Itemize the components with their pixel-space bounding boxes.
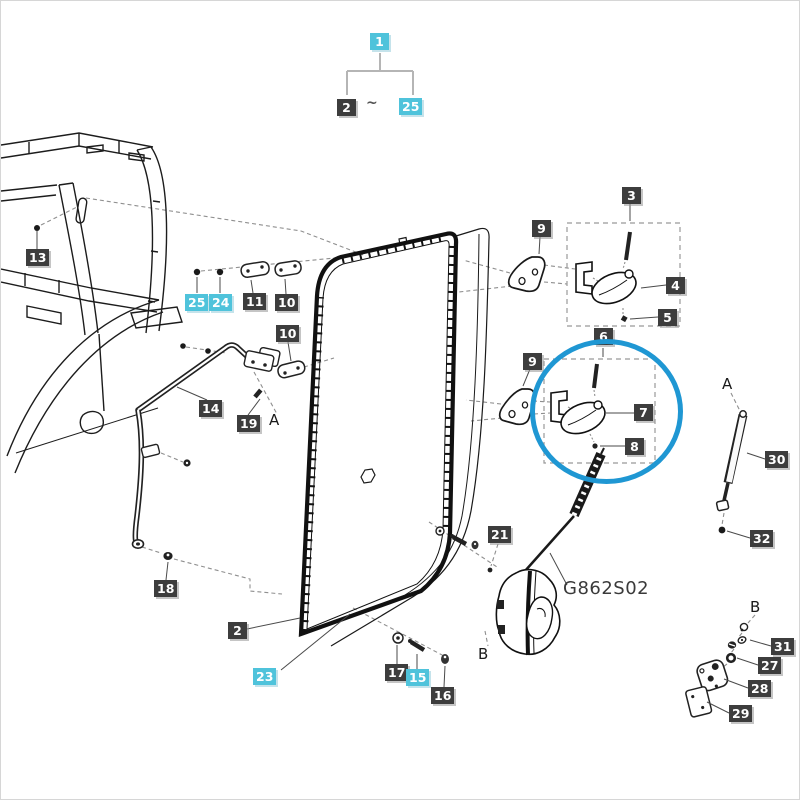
part-label-5[interactable]: 5: [658, 309, 677, 326]
hinge-assembly-circled: [550, 363, 606, 449]
view-marker-b-striker: B: [750, 598, 761, 616]
door-seal-art: [298, 231, 459, 638]
part-label-32[interactable]: 32: [750, 530, 774, 547]
group-box-3: [566, 222, 681, 327]
part-label-4[interactable]: 4: [666, 277, 685, 294]
part-label-27[interactable]: 27: [758, 657, 782, 674]
part-label-8[interactable]: 8: [625, 438, 644, 455]
part-label-25[interactable]: 25: [185, 294, 209, 311]
part-label-31[interactable]: 31: [771, 638, 795, 655]
door-glass-art: [330, 227, 490, 647]
part-code-text: G862S02: [563, 578, 650, 599]
gas-strut-art: [715, 410, 748, 534]
view-marker-b-latch: B: [478, 645, 489, 663]
part-label-6[interactable]: 6: [594, 328, 613, 345]
mounting-plates-art: [34, 225, 306, 379]
legend-bracket: [346, 53, 414, 95]
part-label-24[interactable]: 24: [209, 294, 233, 311]
part-label-9-upper[interactable]: 9: [532, 220, 551, 237]
construction-dashed-lines: [40, 197, 756, 671]
striker-hardware-art: [685, 622, 749, 718]
part-label-23[interactable]: 23: [253, 668, 277, 685]
part-label-28[interactable]: 28: [748, 680, 772, 697]
mirror-bracket-lower: [498, 388, 536, 426]
legend-range-start[interactable]: 2: [337, 99, 356, 116]
part-label-10-lower[interactable]: 10: [276, 325, 300, 342]
latch-cable-art: [524, 447, 606, 572]
part-label-11[interactable]: 11: [243, 293, 267, 310]
part-label-14[interactable]: 14: [199, 400, 223, 417]
part-label-18[interactable]: 18: [154, 580, 178, 597]
grab-tube-art: [131, 409, 191, 560]
part-label-9-lower[interactable]: 9: [523, 353, 542, 370]
part-label-10-upper[interactable]: 10: [275, 294, 299, 311]
handrail-art: [135, 342, 281, 413]
mirror-bracket-upper: [507, 256, 546, 293]
part-label-30[interactable]: 30: [765, 451, 789, 468]
part-label-17[interactable]: 17: [385, 664, 409, 681]
part-label-1[interactable]: 1: [370, 33, 389, 50]
tractor-frame-art: [1, 132, 183, 474]
part-label-15[interactable]: 15: [406, 669, 430, 686]
view-marker-a-handrail: A: [269, 411, 280, 429]
fasteners-art: [392, 526, 479, 664]
legend-range-separator: ~: [366, 95, 378, 111]
view-marker-a-strut: A: [722, 375, 733, 393]
part-label-21[interactable]: 21: [488, 526, 512, 543]
door-latch-art: [487, 567, 561, 656]
legend-range-end[interactable]: 25: [399, 98, 423, 115]
part-label-7[interactable]: 7: [634, 404, 653, 421]
part-label-2[interactable]: 2: [228, 622, 247, 639]
part-label-3[interactable]: 3: [622, 187, 641, 204]
part-label-19[interactable]: 19: [237, 415, 261, 432]
leader-lines: [36, 203, 772, 714]
part-label-16[interactable]: 16: [431, 687, 455, 704]
part-label-13[interactable]: 13: [26, 249, 50, 266]
hinge-assembly-upper: [575, 231, 637, 323]
part-label-29[interactable]: 29: [729, 705, 753, 722]
